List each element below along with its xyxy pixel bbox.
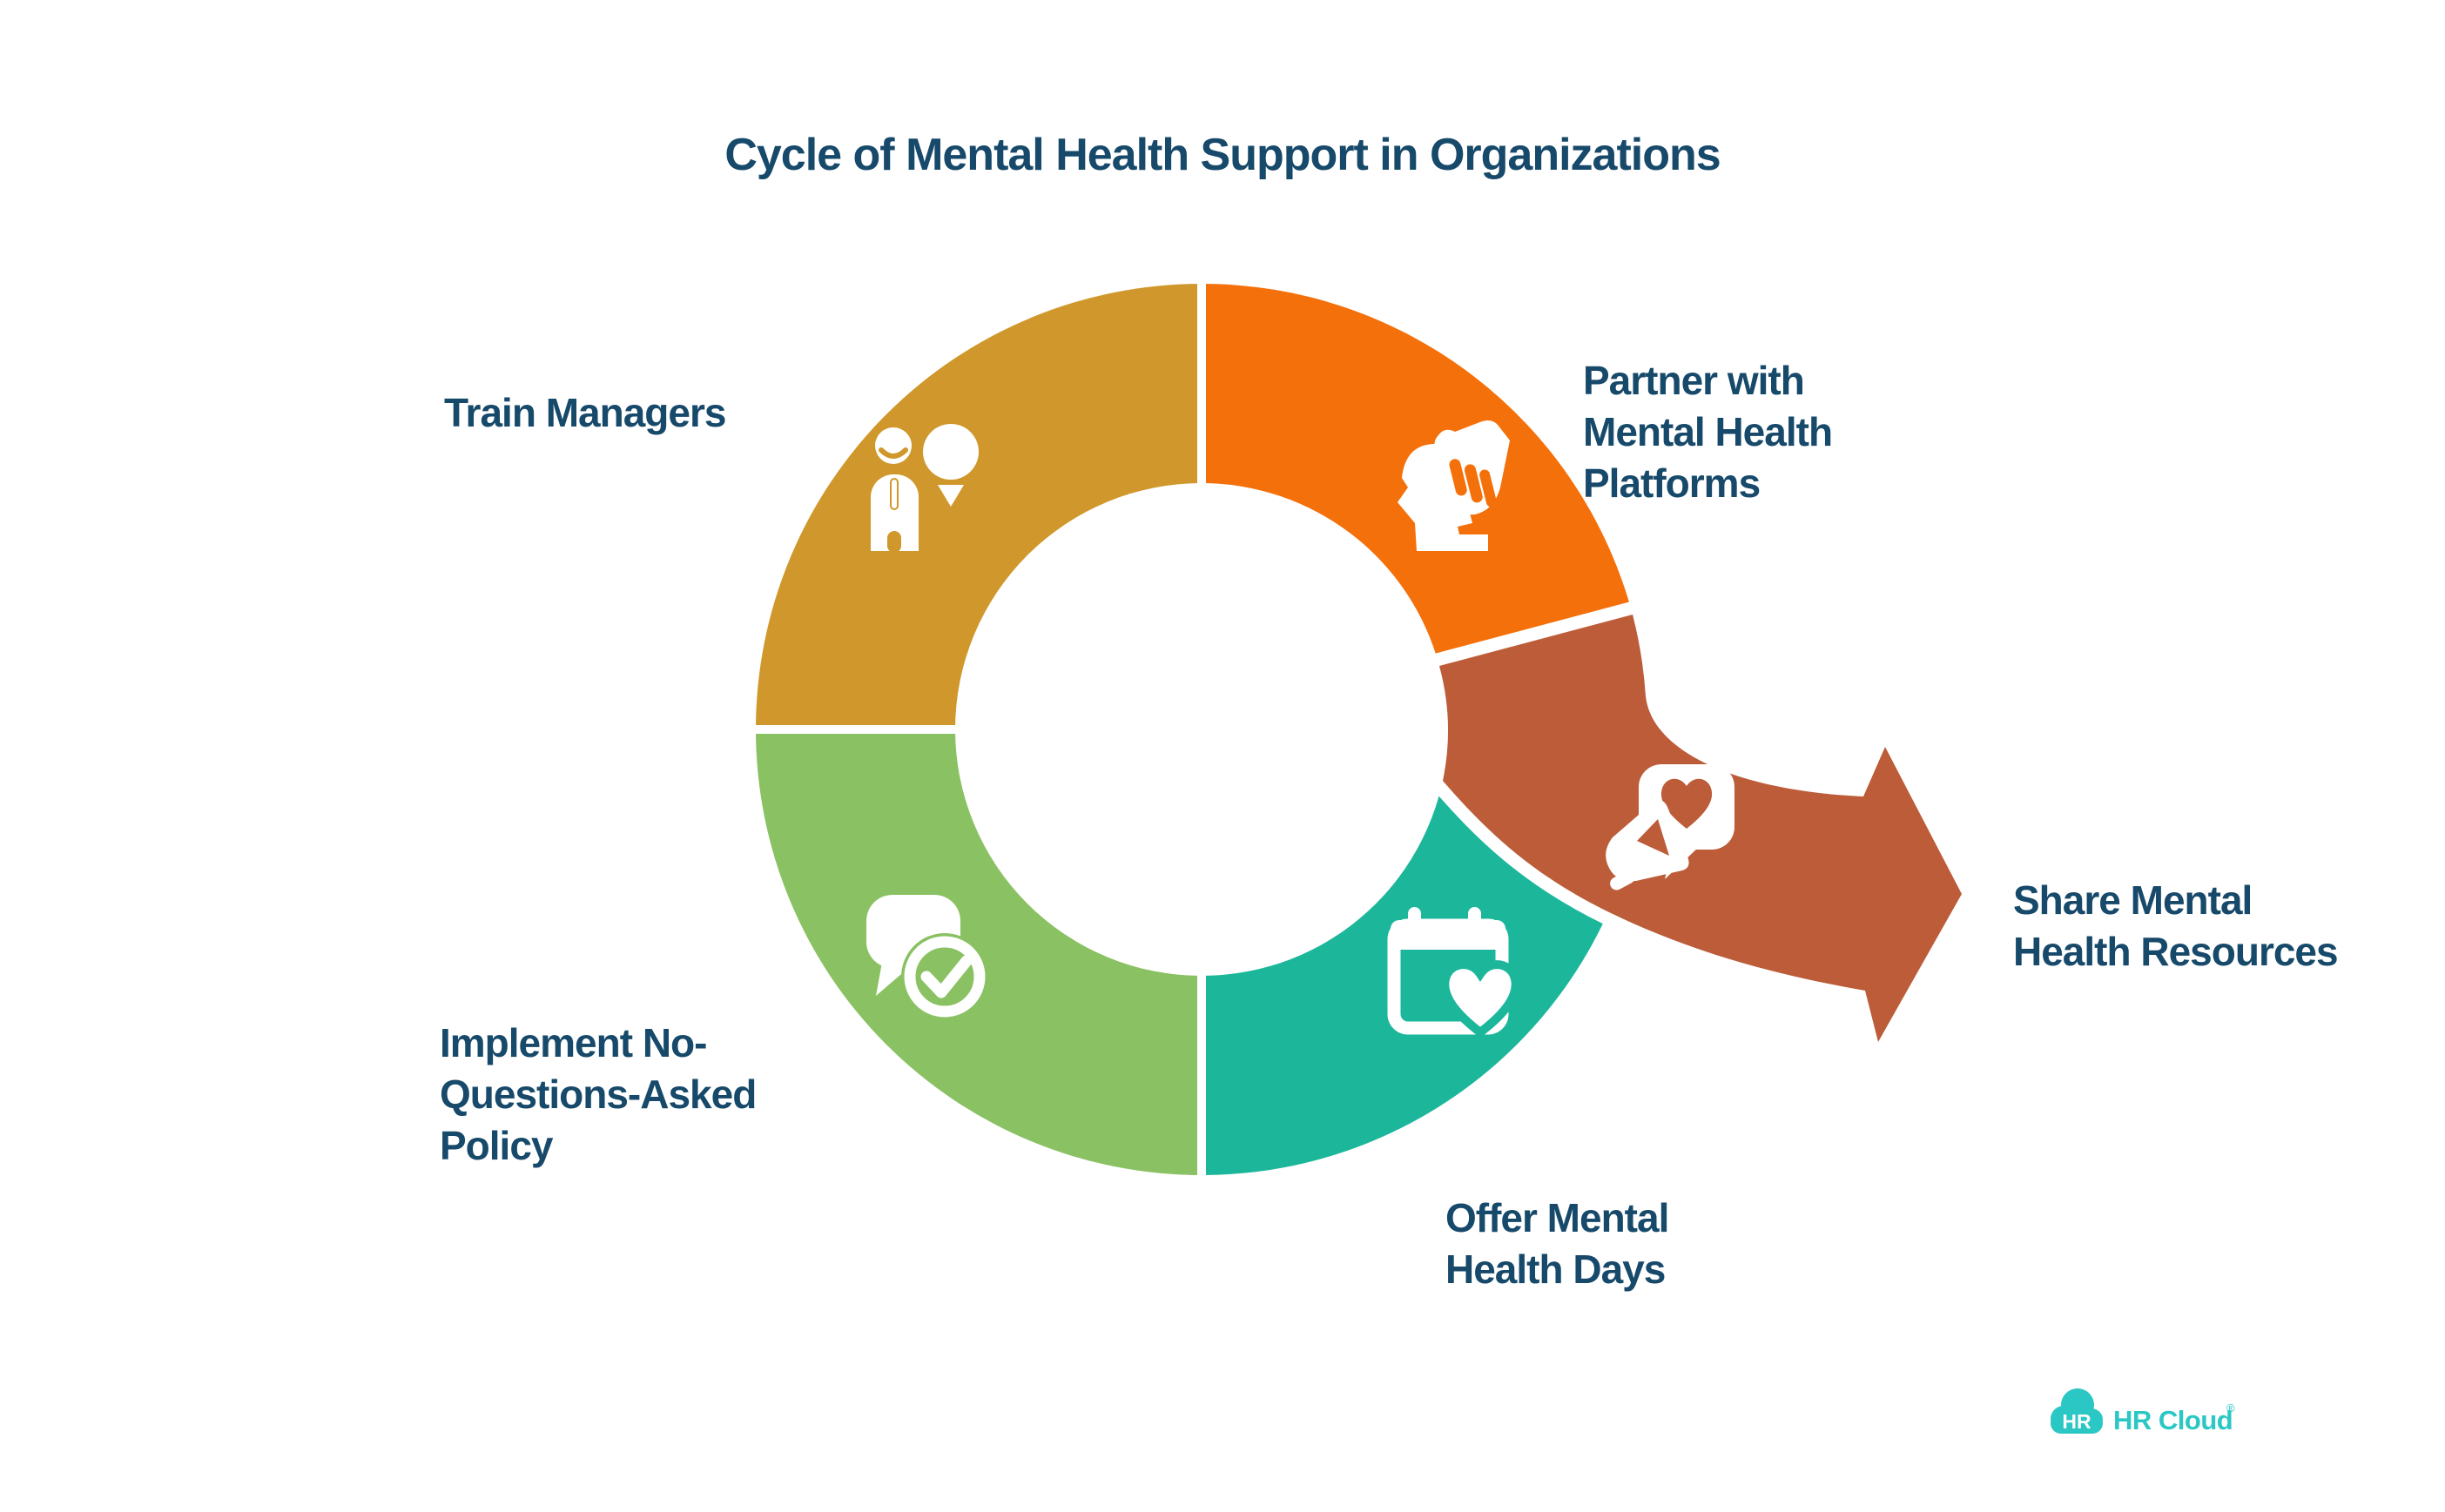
label-train-managers: Train Managers	[444, 390, 726, 435]
person-lightbulb-icon	[871, 424, 979, 553]
hr-cloud-logo: HR HR Cloud ®	[2051, 1388, 2235, 1435]
megaphone-heart-icon	[1606, 764, 1734, 890]
speech-check-icon	[866, 895, 988, 1020]
label-partner-with-mental-health-platforms: Partner with Mental Health Platforms	[1583, 358, 1833, 506]
logo-registered-mark: ®	[2226, 1401, 2235, 1415]
page-title: Cycle of Mental Health Support in Organi…	[724, 130, 1721, 180]
calendar-heart-icon	[1387, 907, 1520, 1038]
label-offer-mental-health-days: Offer Mental Health Days	[1445, 1195, 1669, 1292]
label-implement-no-questions-asked-policy: Implement No- Questions-Asked Policy	[440, 1020, 757, 1168]
head-hand-icon	[1398, 420, 1510, 551]
cloud-icon	[2051, 1388, 2103, 1434]
segment-train-managers	[756, 284, 1202, 729]
cloud-badge-text: HR	[2062, 1410, 2091, 1433]
label-share-mental-health-resources: Share Mental Health Resources	[2013, 877, 2339, 974]
segment-dividers	[751, 279, 1206, 1180]
logo-wordmark: HR Cloud	[2113, 1405, 2233, 1435]
